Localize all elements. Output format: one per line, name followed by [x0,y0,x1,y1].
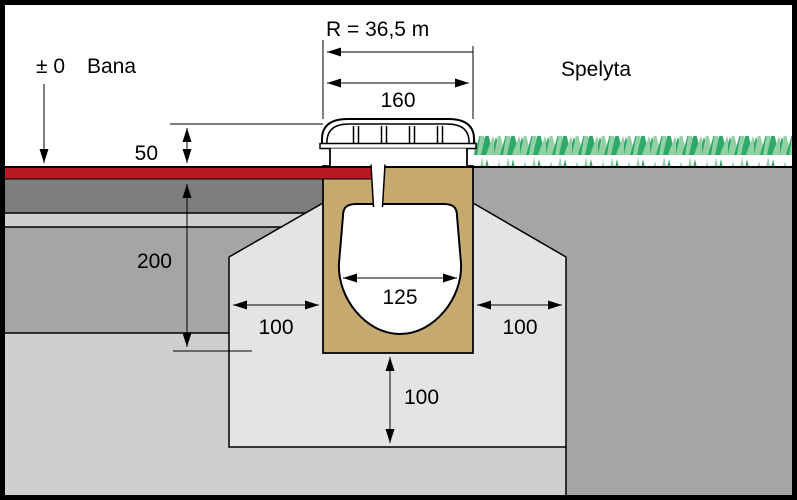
surround-right-label: 100 [502,316,537,339]
surround-left-label: 100 [258,316,293,339]
grate-assembly [319,118,477,167]
datum-label: ± 0 [36,55,65,78]
grate-arch-outer [321,118,475,149]
soil-layer-light-band [4,213,324,227]
grate-width-label: 160 [380,89,415,112]
channel-chamber [337,203,463,336]
bedding-layer [229,447,566,496]
grate-arch-inner [326,123,470,148]
surface-right-label: Spelyta [561,58,631,81]
subbase-left [4,333,240,496]
annotations: R = 36,5 m 160 ± 0 Bana Spelyta 50 200 1… [36,18,631,443]
surface-left-label: Bana [87,55,136,78]
layer-depth-label: 200 [137,250,172,273]
radius-label: R = 36,5 m [326,18,429,41]
grate-flange [319,142,477,150]
track-surface-layer [3,167,373,180]
grate-dividers [352,126,444,144]
inlet-slot [370,164,386,208]
channel-width-label: 125 [382,286,417,309]
cover-height-label: 50 [135,142,158,165]
base-thickness-label: 100 [404,386,439,409]
grass [474,136,792,167]
soil-layer-dark [4,179,324,213]
grate-frame-box [330,148,467,166]
